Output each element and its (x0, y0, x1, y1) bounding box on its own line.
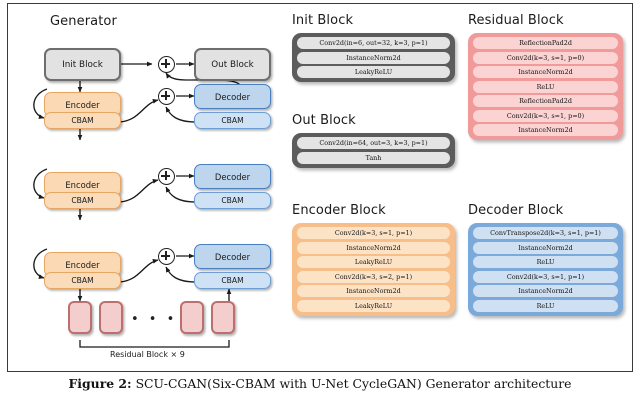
panel-row: Conv2d(k=3, s=2, p=1) (297, 270, 450, 283)
residual-strip-block-1[interactable] (68, 301, 92, 334)
residual-strip-block-3[interactable] (180, 301, 204, 334)
panel-row: ReLU (473, 80, 618, 93)
sum-operator-3 (158, 168, 175, 185)
panel-title-init-block: Init Block (292, 13, 354, 28)
panel-row: InstanceNorm2d (297, 241, 450, 254)
panel-row: LeakyReLU (297, 256, 450, 268)
panel-row: Tanh (297, 151, 450, 164)
panel-row: LeakyReLU (297, 299, 450, 312)
generator-decoder-cbam-2[interactable]: CBAM (194, 192, 271, 209)
panel-init-block: Conv2d(in=6, out=32, k=3, p=1) InstanceN… (292, 33, 455, 82)
panel-row: ReflectionPad2d (473, 37, 618, 49)
panel-out-block: Conv2d(in=64, out=3, k=3, p=1) Tanh (292, 133, 455, 168)
panel-row: Conv2d(in=6, out=32, k=3, p=1) (297, 37, 450, 49)
generator-decoder-1[interactable]: Decoder (194, 84, 271, 109)
panel-title-encoder-block: Encoder Block (292, 203, 386, 218)
generator-decoder-2[interactable]: Decoder (194, 164, 271, 189)
generator-title: Generator (50, 14, 117, 29)
generator-decoder-3[interactable]: Decoder (194, 244, 271, 269)
residual-strip-ellipsis: • • • (131, 312, 178, 327)
panel-row: InstanceNorm2d (473, 124, 618, 136)
panel-title-decoder-block: Decoder Block (468, 203, 564, 218)
residual-strip-block-4[interactable] (211, 301, 235, 334)
sum-operator-2 (158, 88, 175, 105)
panel-title-out-block: Out Block (292, 113, 356, 128)
panel-title-residual-block: Residual Block (468, 13, 564, 28)
sum-operator-1 (158, 56, 175, 73)
generator-out-block[interactable]: Out Block (194, 48, 271, 81)
panel-decoder-block: ConvTranspose2d(k=3, s=1, p=1) InstanceN… (468, 223, 623, 316)
panel-row: InstanceNorm2d (297, 285, 450, 297)
panel-encoder-block: Conv2d(k=3, s=1, p=1) InstanceNorm2d Lea… (292, 223, 455, 316)
residual-bracket-label: Residual Block × 9 (110, 350, 185, 359)
panel-row: ReflectionPad2d (473, 95, 618, 107)
panel-row: Conv2d(k=3, s=1, p=0) (473, 51, 618, 64)
generator-init-block[interactable]: Init Block (44, 48, 121, 81)
figure-caption: Figure 2: SCU-CGAN(Six-CBAM with U-Net C… (0, 376, 640, 391)
panel-row: ReLU (473, 256, 618, 268)
figure-caption-label: Figure 2: (68, 376, 132, 391)
generator-decoder-cbam-1[interactable]: CBAM (194, 112, 271, 129)
generator-encoder-cbam-3[interactable]: CBAM (44, 272, 121, 289)
generator-encoder-cbam-1[interactable]: CBAM (44, 112, 121, 129)
sum-operator-4 (158, 248, 175, 265)
figure-caption-text: SCU-CGAN(Six-CBAM with U-Net CycleGAN) G… (131, 376, 572, 391)
generator-encoder-cbam-2[interactable]: CBAM (44, 192, 121, 209)
panel-row: Conv2d(k=3, s=1, p=0) (473, 109, 618, 122)
panel-row: InstanceNorm2d (473, 241, 618, 254)
panel-row: Conv2d(k=3, s=1, p=1) (297, 227, 450, 239)
panel-row: InstanceNorm2d (473, 285, 618, 297)
panel-row: ConvTranspose2d(k=3, s=1, p=1) (473, 227, 618, 239)
panel-residual-block: ReflectionPad2d Conv2d(k=3, s=1, p=0) In… (468, 33, 623, 140)
panel-row: Conv2d(k=3, s=1, p=1) (473, 270, 618, 283)
panel-row: InstanceNorm2d (473, 66, 618, 78)
panel-row: ReLU (473, 299, 618, 312)
panel-row: LeakyReLU (297, 66, 450, 78)
residual-strip-block-2[interactable] (99, 301, 123, 334)
panel-row: InstanceNorm2d (297, 51, 450, 64)
generator-decoder-cbam-3[interactable]: CBAM (194, 272, 271, 289)
panel-row: Conv2d(in=64, out=3, k=3, p=1) (297, 137, 450, 149)
